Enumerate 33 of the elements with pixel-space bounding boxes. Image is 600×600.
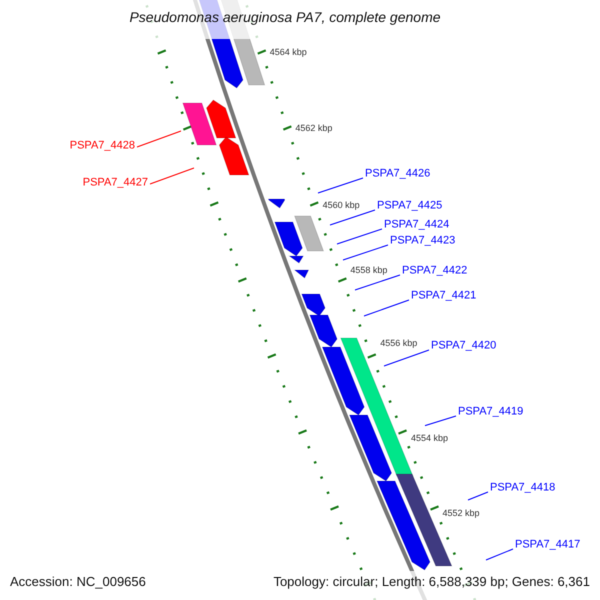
leader-line xyxy=(424,416,456,426)
gene-label: PSPA7_4420 xyxy=(431,340,496,352)
gene-label: PSPA7_4424 xyxy=(384,218,450,232)
scale-label: 4562 kbp xyxy=(295,123,332,133)
leader-line xyxy=(486,548,514,560)
leader-line xyxy=(336,228,382,244)
gene-label: PSPA7_4423 xyxy=(390,234,456,248)
leader-line xyxy=(468,492,488,500)
leader-line xyxy=(342,244,388,260)
leader-line xyxy=(384,350,430,366)
scale-label: 4564 kbp xyxy=(270,47,307,57)
gene-label: PSPA7_4418 xyxy=(490,482,556,494)
gene-label: PSPA7_4427 xyxy=(82,176,148,190)
scale-label: 4554 kbp xyxy=(410,433,448,443)
gene-label: PSPA7_4422 xyxy=(402,264,468,278)
leader-line xyxy=(330,210,376,226)
gene-label: PSPA7_4419 xyxy=(458,406,524,418)
scale-label: 4558 kbp xyxy=(350,265,388,275)
leader-line xyxy=(364,300,410,316)
leader-line xyxy=(136,130,182,148)
gene-label: PSPA7_4426 xyxy=(365,168,430,180)
leader-line xyxy=(354,274,400,290)
scale-label: 4560 kbp xyxy=(322,200,360,210)
genome-info-text: Topology: circular; Length: 6,588,339 bp; Genes: 6,361 xyxy=(273,574,590,590)
scale-label: 4556 kbp xyxy=(380,338,418,348)
leader-line xyxy=(150,168,194,184)
leader-line xyxy=(318,178,364,194)
scale-label: 4552 kbp xyxy=(442,508,480,518)
accession-text: Accession: NC_009656 xyxy=(10,574,146,590)
gene-label: PSPA7_4417 xyxy=(515,538,580,552)
gene-label: PSPA7_4425 xyxy=(377,200,442,212)
gene-label: PSPA7_4421 xyxy=(411,290,476,302)
gene-label: PSPA7_4428 xyxy=(70,140,135,152)
